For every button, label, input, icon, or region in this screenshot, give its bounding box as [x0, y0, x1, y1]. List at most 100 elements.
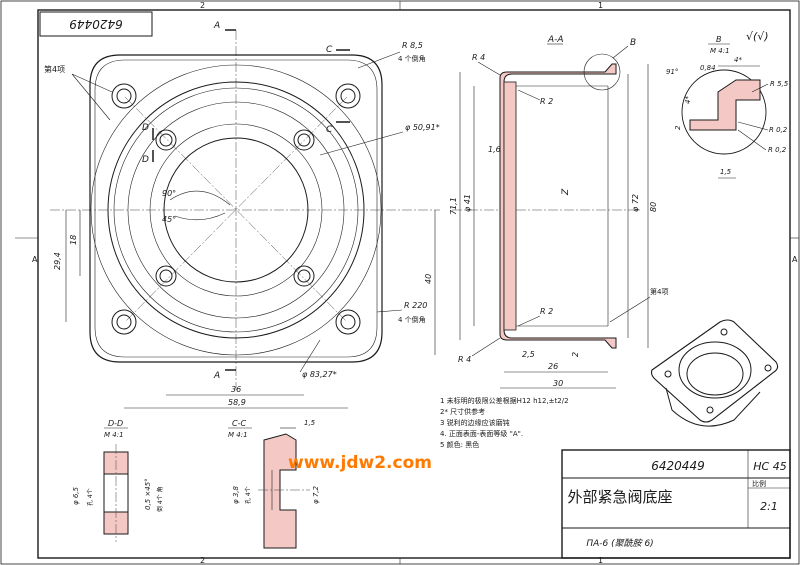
- detail-b-view: B M 4:1 √(√) 91° 0,84 4* R 5,5 R 0,2 R 0…: [666, 30, 789, 179]
- leader-r2-bottom: [517, 315, 541, 327]
- leader-d5091: [319, 131, 404, 156]
- roughness-symbol: √(√): [746, 30, 769, 43]
- inner-hole-tl: [155, 129, 177, 151]
- detail-b-circle: [681, 69, 767, 155]
- dim-r55: R 5,5: [770, 80, 789, 88]
- holes-item-label: 第4项: [44, 64, 65, 74]
- title-block: 6420449 HC 45 外部紧急阀底座 比例 2:1 ПА-6 (聚酰胺 6…: [561, 449, 791, 559]
- zone-mark-left-a: A: [32, 255, 38, 264]
- zone-mark-top-1: 1: [598, 1, 603, 10]
- iso-hole-2: [720, 328, 728, 336]
- dim-chamfer: 0,5 ×45°: [144, 478, 152, 510]
- zone-mark-right-a: A: [792, 255, 798, 264]
- title-number: 6420449: [651, 459, 704, 473]
- section-cc-holes-note: 孔 4个: [244, 486, 252, 504]
- title-block-frame: [561, 449, 791, 559]
- dim-z: Z: [561, 188, 571, 196]
- dim-d72-cc: φ 7,2: [312, 485, 320, 504]
- detail-b-title: B: [716, 35, 722, 44]
- dim-2: 2: [571, 352, 580, 357]
- dim-d72: φ 72: [631, 194, 640, 212]
- dim-d5091: φ 50,91*: [405, 123, 440, 132]
- section-dd-view: D-D M 4:1 φ 6,5 孔 4个 0,5 ×45° 倒 4个 角: [72, 419, 164, 542]
- section-aa-item: 第4项: [650, 287, 668, 296]
- dim-d8327: φ 83,27*: [302, 370, 337, 379]
- dim-cc-15: 1,5: [304, 419, 316, 427]
- iso-hole-1: [664, 370, 672, 378]
- dim-40: 40: [424, 274, 433, 284]
- leader-r02a: [737, 121, 769, 131]
- section-c-bottom-label: C: [326, 125, 333, 135]
- main-view: 第4项 A A C C D D R 8,5 4 个倒角 φ 50,91* R 2…: [44, 21, 440, 409]
- section-c-top-label: C: [326, 45, 333, 55]
- corner-hole-tl: [111, 83, 137, 109]
- angle-arc-90: [169, 190, 231, 206]
- dim-r4-bottom: R 4: [458, 355, 471, 364]
- dim-corner-note-1: 4 个倒角: [398, 54, 426, 63]
- leader-r4-bottom: [471, 337, 501, 357]
- detail-b-leader: [612, 45, 629, 59]
- iso-bore-outer: [678, 341, 752, 399]
- section-a-top-label: A: [213, 21, 220, 31]
- angle-arc-45: [174, 212, 226, 221]
- dim-084: 0,84: [700, 64, 716, 72]
- leader-d8327: [299, 339, 321, 373]
- section-aa-item-leader: [609, 296, 651, 323]
- leader-r55: [751, 83, 769, 93]
- dim-d41: φ 41: [463, 194, 472, 212]
- dim-corner-note-2: 4 个倒角: [398, 315, 426, 324]
- dim-25: 2,5: [522, 350, 535, 359]
- body-circle: [107, 81, 365, 339]
- dim-15b: 1,5: [720, 168, 732, 176]
- leader-r85: [357, 51, 401, 69]
- circle-50: [149, 123, 323, 297]
- iso-flange: [650, 319, 779, 423]
- dim-26: 26: [548, 362, 558, 371]
- dim-r02a: R 0,2: [769, 126, 788, 134]
- section-aa-inner-wall: [503, 81, 517, 331]
- section-cc-scale: M 4:1: [228, 431, 248, 439]
- corner-hole-tr: [335, 83, 361, 109]
- section-dd-title: D-D: [108, 419, 123, 428]
- drawing-number-box: [39, 11, 153, 37]
- note-4: 4. 正面表面-表面等级 "A".: [440, 429, 523, 438]
- inner-hole-bl: [155, 265, 177, 287]
- dim-2b: 2: [674, 125, 682, 130]
- dim-r4-top: R 4: [472, 53, 485, 62]
- drawing-number-rotated: 6420449: [69, 17, 122, 31]
- section-cc-profile: [263, 433, 297, 549]
- dim-589: 58,9: [228, 398, 246, 407]
- detail-b-scale: M 4:1: [710, 47, 730, 55]
- dim-36: 36: [231, 385, 241, 394]
- title-part-name: 外部紧急阀底座: [567, 488, 672, 506]
- iso-bore-inner: [686, 352, 744, 396]
- leader-r220: [376, 309, 403, 313]
- inner-hole-tr: [293, 129, 315, 151]
- bore-circle: [163, 137, 309, 283]
- section-cc-view: C-C M 4:1 1,5 φ 3,8 孔 4个 φ 7,2: [228, 419, 320, 549]
- section-aa-wall: [499, 63, 617, 349]
- dim-294: 29,4: [53, 252, 62, 270]
- section-cc-title: C-C: [232, 419, 246, 428]
- section-aa-view: A-A B R 4 R 2 1,6 Z 71,1 φ 41 φ 72 80 R …: [449, 35, 668, 389]
- leader-r02b: [737, 129, 767, 151]
- angle-45: 45°: [162, 215, 176, 224]
- title-scale: 2:1: [760, 500, 778, 513]
- corner-hole-bl: [111, 309, 137, 335]
- title-scale-label: 比例: [752, 479, 766, 488]
- dim-r02b: R 0,2: [768, 146, 787, 154]
- section-a-bottom-label: A: [213, 371, 220, 381]
- watermark: www.jdw2.com: [288, 453, 432, 473]
- section-dd-chamfer-note: 倒 4个 角: [156, 486, 164, 512]
- detail-b-ref: B: [630, 38, 636, 48]
- dim-r85: R 8,5: [402, 41, 423, 50]
- dim-4a: 4*: [734, 56, 742, 64]
- note-3: 3 锐利的边缘应该磨钝: [440, 418, 510, 427]
- technical-notes: 1 未标明的极限公差根据H12 h12,±t2/2 2* 尺寸供参考 3 锐利的…: [440, 396, 569, 449]
- dim-18: 18: [69, 235, 78, 245]
- flange-outline: [89, 54, 383, 363]
- dim-4b: 4*: [684, 96, 692, 104]
- dim-d38: φ 3,8: [232, 485, 240, 504]
